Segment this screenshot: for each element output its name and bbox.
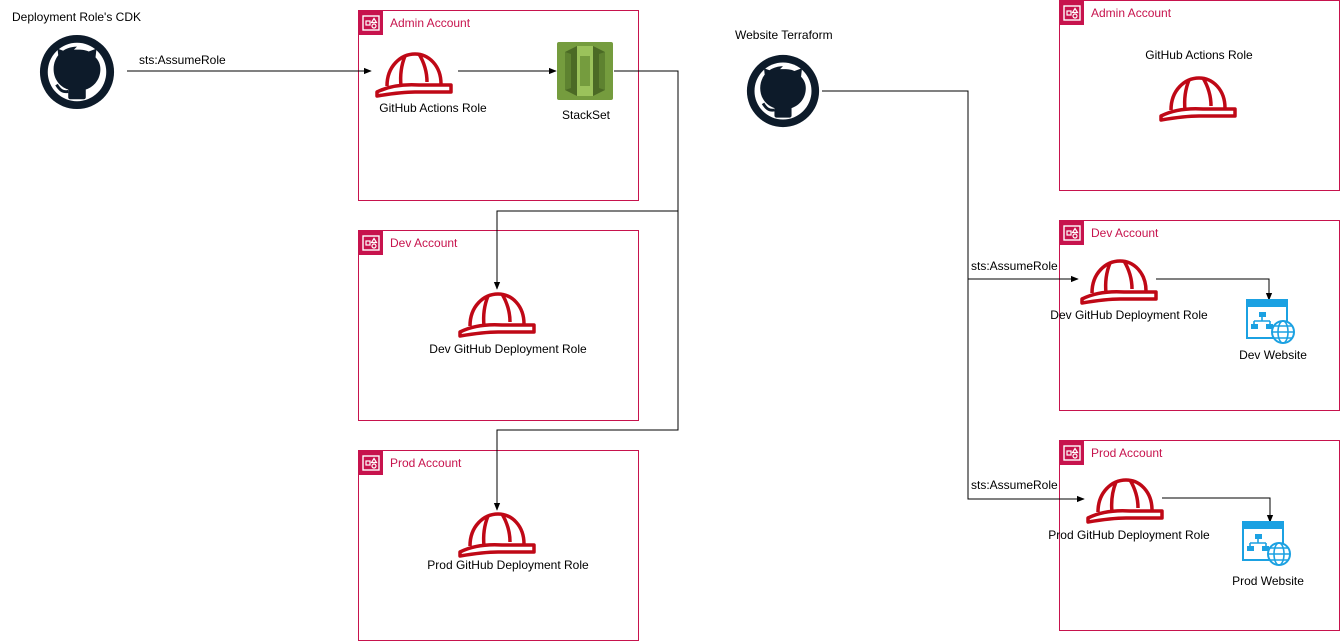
terraform-source-label: Website Terraform — [735, 28, 833, 42]
left-admin-account-title: Admin Account — [390, 16, 471, 30]
cdk-source-label: Deployment Role's CDK — [12, 10, 142, 24]
right-prod-account-title: Prod Account — [1091, 446, 1163, 460]
edge-terraform-to-dev-role — [822, 90, 1079, 283]
iam-role-helmet-icon — [374, 48, 456, 98]
iam-role-helmet-icon — [1079, 255, 1161, 305]
right-admin-role-label: GitHub Actions Role — [1145, 48, 1253, 62]
website-icon — [1242, 521, 1292, 567]
left-dev-account: Dev Account — [358, 230, 639, 421]
aws-account-icon — [359, 11, 383, 35]
edge-terraform-to-prod-role — [967, 279, 1085, 503]
edge-label-assume-role-cdk: sts:AssumeRole — [139, 53, 226, 67]
left-admin-account: Admin Account — [358, 10, 639, 201]
left-admin-role-label: GitHub Actions Role — [379, 101, 487, 115]
stackset-label: StackSet — [561, 108, 611, 122]
cloudformation-stackset-icon — [557, 42, 613, 100]
left-dev-account-title: Dev Account — [390, 236, 458, 250]
right-dev-account-title: Dev Account — [1091, 226, 1159, 240]
edge-stackset-to-dev-role — [493, 70, 679, 290]
aws-account-icon — [1060, 1, 1084, 25]
edge-prod-role-to-website — [1162, 497, 1274, 523]
left-prod-account-title: Prod Account — [390, 456, 462, 470]
aws-account-icon — [359, 231, 383, 255]
aws-account-icon — [359, 451, 383, 475]
edge-stackset-to-prod-role — [493, 211, 679, 511]
github-icon — [745, 53, 821, 129]
right-dev-account: Dev Account — [1059, 220, 1340, 411]
iam-role-helmet-icon — [1085, 474, 1167, 524]
website-icon — [1246, 299, 1296, 345]
aws-account-icon — [1060, 221, 1084, 245]
edge-dev-role-to-website — [1156, 278, 1273, 301]
iam-role-helmet-icon — [457, 288, 539, 338]
dev-website-label: Dev Website — [1239, 348, 1307, 362]
right-dev-role-label: Dev GitHub Deployment Role — [1050, 308, 1208, 322]
right-prod-account: Prod Account — [1059, 440, 1340, 631]
edge-label-assume-role-prod: sts:AssumeRole — [971, 478, 1058, 492]
iam-role-helmet-icon — [457, 508, 539, 558]
right-admin-account-title: Admin Account — [1091, 6, 1172, 20]
right-prod-role-label: Prod GitHub Deployment Role — [1048, 528, 1210, 542]
github-icon — [38, 33, 116, 111]
left-dev-role-label: Dev GitHub Deployment Role — [429, 342, 587, 356]
prod-website-label: Prod Website — [1232, 574, 1304, 588]
iam-role-helmet-icon — [1158, 72, 1240, 122]
edge-label-assume-role-dev: sts:AssumeRole — [971, 259, 1058, 273]
aws-account-icon — [1060, 441, 1084, 465]
left-prod-role-label: Prod GitHub Deployment Role — [427, 558, 589, 572]
